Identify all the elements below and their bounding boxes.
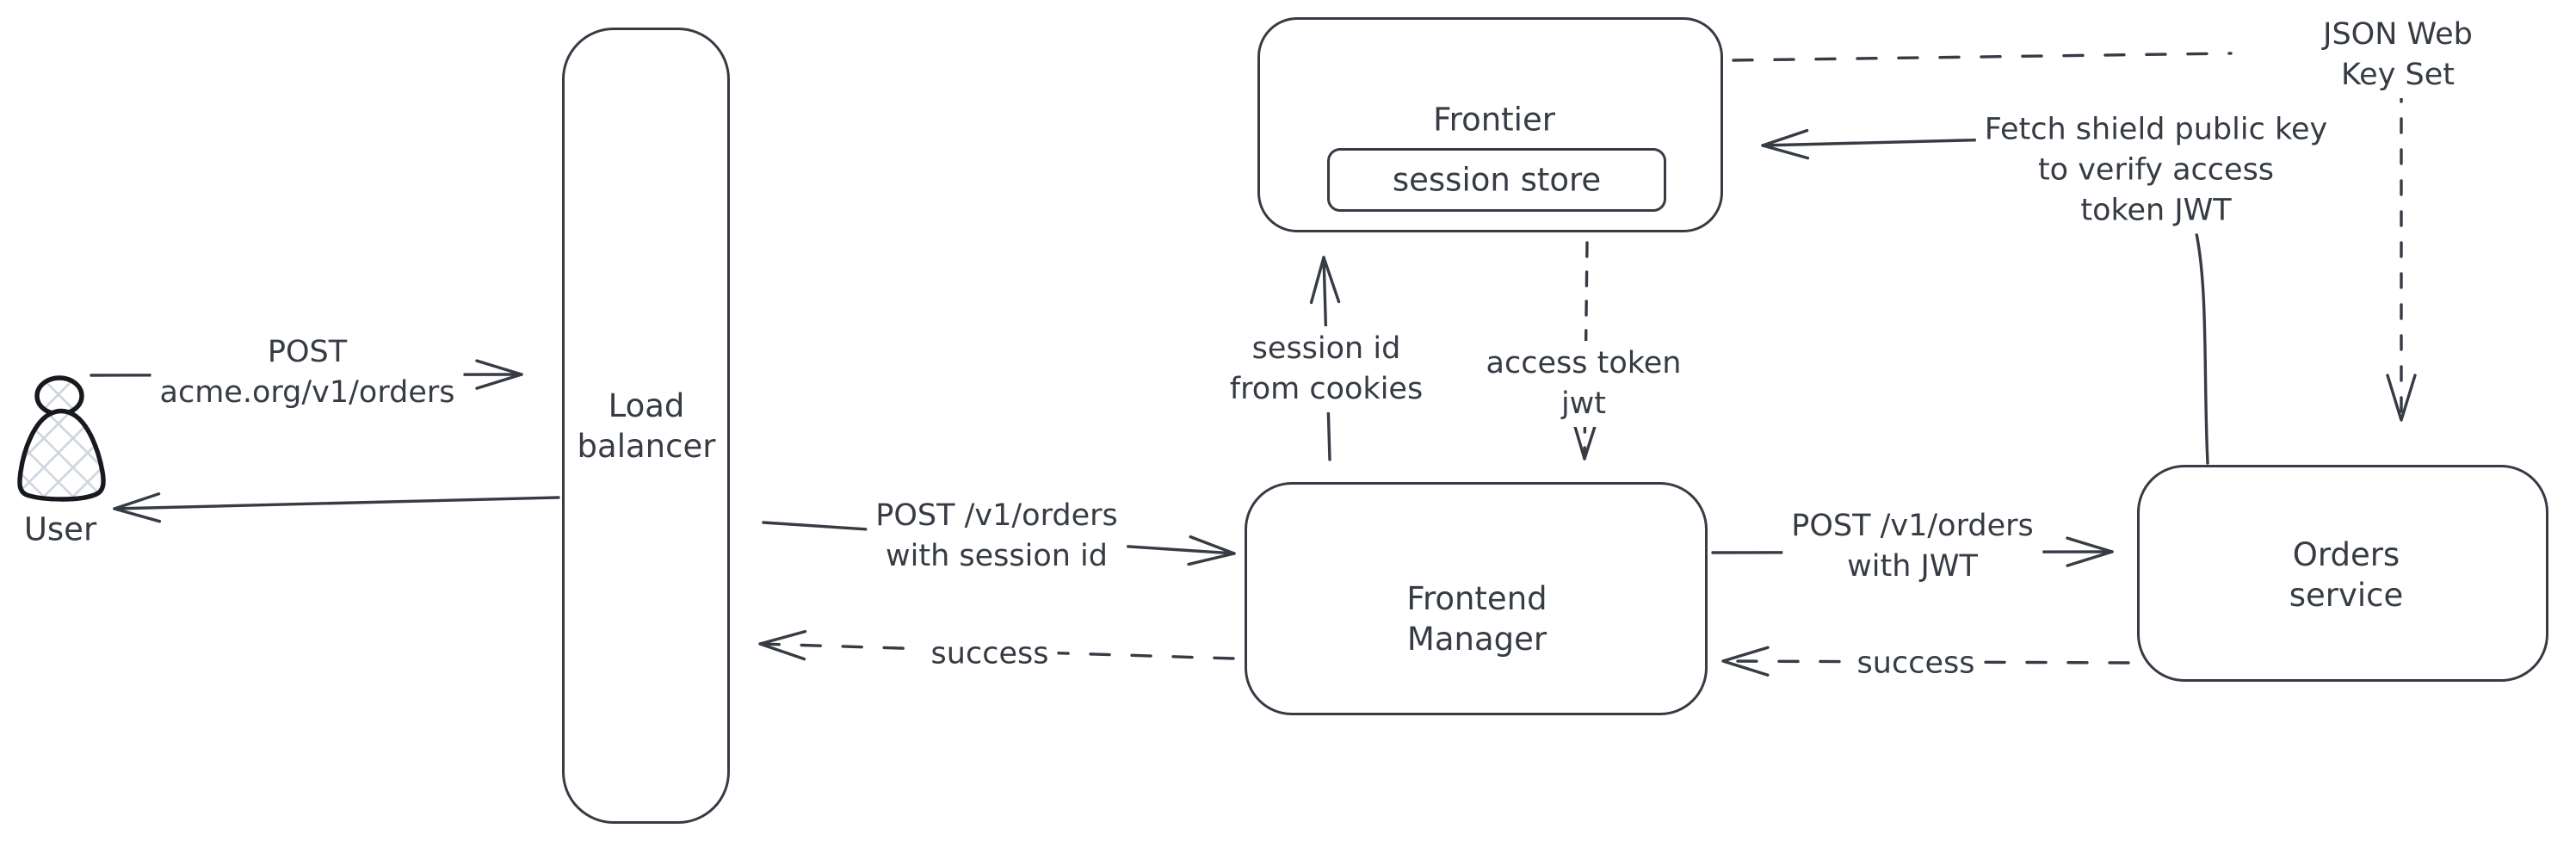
edge-label-success-lb[interactable]: success	[922, 631, 1058, 677]
frontend-manager-label[interactable]: Frontend Manager	[1406, 580, 1547, 658]
edge-label-access-token[interactable]: access token jwt	[1477, 341, 1690, 427]
node-frontend-manager[interactable]	[1245, 482, 1708, 715]
orders-service-label[interactable]: Orders service	[2289, 536, 2404, 614]
edge-label-session-id[interactable]: session id from cookies	[1220, 326, 1432, 412]
user-icon-head	[34, 375, 84, 417]
frontier-label[interactable]: Frontier	[1433, 101, 1555, 139]
edge-loadbalancer-to-user[interactable]	[113, 492, 560, 523]
node-orders-service[interactable]	[2137, 465, 2548, 682]
session-store-label[interactable]: session store	[1392, 161, 1602, 199]
edge-label-post-session[interactable]: POST /v1/orders with session id	[867, 493, 1127, 579]
edge-orders-to-frontendmanager-success[interactable]	[1721, 646, 2130, 677]
load-balancer-label[interactable]: Load balancer	[577, 387, 716, 465]
user-icon-body	[17, 408, 106, 502]
edge-label-jwks[interactable]: JSON Web Key Set	[2308, 12, 2487, 98]
edge-label-fetch-key[interactable]: Fetch shield public key to verify access…	[1975, 107, 2337, 234]
edge-label-success-orders[interactable]: success	[1848, 640, 1984, 687]
node-session-store[interactable]	[1327, 148, 1666, 212]
node-frontier[interactable]	[1257, 17, 1723, 232]
user-label[interactable]: User	[23, 510, 97, 548]
edge-label-post-jwt[interactable]: POST /v1/orders with JWT	[1782, 504, 2042, 590]
user-icon[interactable]	[17, 375, 106, 502]
edge-frontier-to-jwks[interactable]	[1732, 52, 2233, 62]
node-load-balancer[interactable]	[562, 28, 730, 824]
edge-label-post-acme[interactable]: POST acme.org/v1/orders	[151, 330, 464, 416]
